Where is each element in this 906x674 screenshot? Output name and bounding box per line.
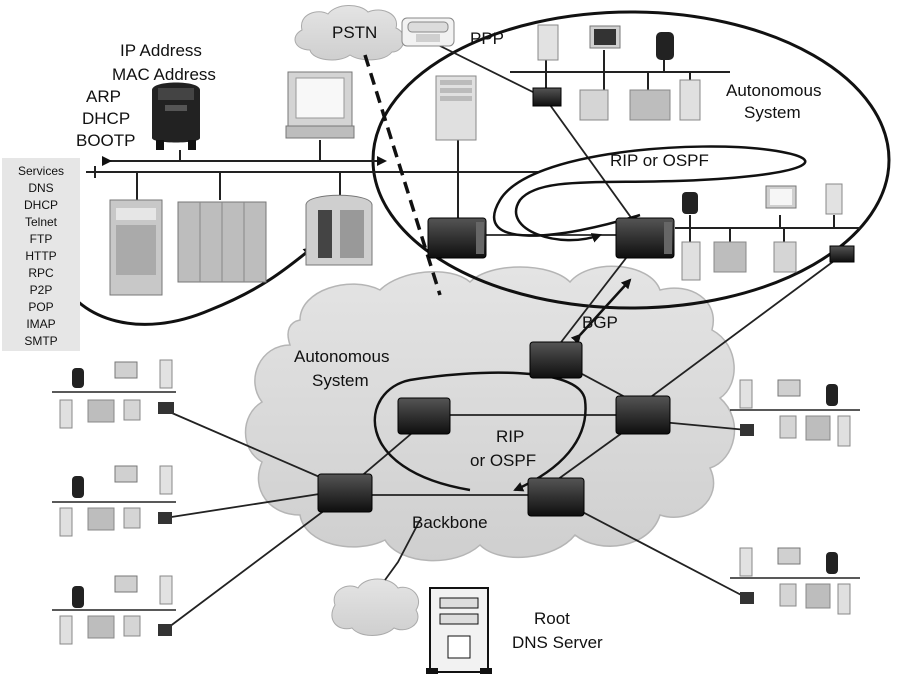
- autonomous-system-top-line2: System: [744, 103, 801, 122]
- bgp-label: BGP: [582, 313, 618, 332]
- bgp-arrow: [570, 278, 632, 345]
- mainframe-rack-icon: [681, 241, 797, 281]
- lan-cluster-left-3: [52, 575, 176, 645]
- mainframe-rack-icon: [305, 194, 373, 266]
- rip-ospf-loop-bottom: [373, 371, 587, 492]
- server-tower-icon: [825, 183, 843, 215]
- rip-bottom-line2: or OSPF: [470, 451, 536, 470]
- server-tower-icon: [435, 75, 477, 141]
- services-item: IMAP: [26, 317, 55, 331]
- rip-bottom-line1: RIP: [496, 427, 524, 446]
- router-icon: [615, 395, 671, 435]
- monitor-icon: [765, 185, 797, 209]
- monitor-icon: [589, 25, 621, 49]
- server-tower-icon: [682, 192, 698, 214]
- lan-bus-left: [86, 135, 538, 225]
- server-tower-icon: [537, 24, 559, 61]
- lan-cluster-right-2: [730, 547, 860, 615]
- mainframe-rack-icon: [579, 79, 701, 121]
- root-dns-line2: DNS Server: [512, 633, 603, 652]
- autonomous-system-bottom-line2: System: [312, 371, 369, 390]
- services-item: Telnet: [25, 215, 58, 229]
- router-icon: [532, 87, 562, 107]
- rip-ospf-loop-top: [492, 145, 807, 243]
- dhcp-label: DHCP: [82, 109, 130, 128]
- services-item: HTTP: [25, 249, 56, 263]
- services-item: P2P: [30, 283, 53, 297]
- monitor-icon: [285, 71, 355, 139]
- services-item: Services: [18, 164, 64, 178]
- mainframe-rack-icon: [177, 201, 267, 283]
- lan-cluster-left-1: [52, 359, 176, 429]
- root-dns-line1: Root: [534, 609, 570, 628]
- lan-bus-top-as: [510, 50, 860, 242]
- router-icon: [397, 397, 451, 435]
- autonomous-system-bottom-line1: Autonomous: [294, 347, 389, 366]
- dns-server-icon: [426, 587, 492, 674]
- services-item: POP: [28, 300, 53, 314]
- services-arrow: [58, 246, 314, 326]
- services-panel: [2, 158, 80, 351]
- services-item: DNS: [28, 181, 53, 195]
- telephone-icon: [401, 17, 455, 47]
- router-icon: [527, 477, 585, 517]
- services-item: RPC: [28, 266, 54, 280]
- mac-address-label: MAC Address: [112, 65, 216, 84]
- dns-cloud: [331, 578, 420, 636]
- router-icon: [158, 402, 174, 414]
- router-icon: [317, 473, 373, 513]
- server-tower-icon: [656, 32, 674, 60]
- ppp-label: PPP: [470, 29, 504, 48]
- backbone-label: Backbone: [412, 513, 488, 532]
- bootp-label: BOOTP: [76, 131, 136, 150]
- lan-cluster-right-1: [730, 379, 860, 447]
- router-icon: [427, 217, 487, 259]
- autonomous-system-top-line1: Autonomous: [726, 81, 821, 100]
- router-icon: [829, 245, 855, 263]
- lan-cluster-left-2: [52, 465, 176, 537]
- services-item: SMTP: [24, 334, 57, 348]
- services-item: FTP: [30, 232, 53, 246]
- router-icon: [529, 341, 583, 379]
- services-list: Services DNS DHCP Telnet FTP HTTP RPC P2…: [18, 164, 64, 348]
- pstn-label: PSTN: [332, 23, 377, 42]
- router-icon: [615, 217, 675, 259]
- services-item: DHCP: [24, 198, 58, 212]
- rip-ospf-top-label: RIP or OSPF: [610, 151, 709, 170]
- mainframe-rack-icon: [109, 199, 163, 296]
- ip-address-label: IP Address: [120, 41, 202, 60]
- arp-label: ARP: [86, 87, 121, 106]
- server-tower-icon: [152, 82, 200, 150]
